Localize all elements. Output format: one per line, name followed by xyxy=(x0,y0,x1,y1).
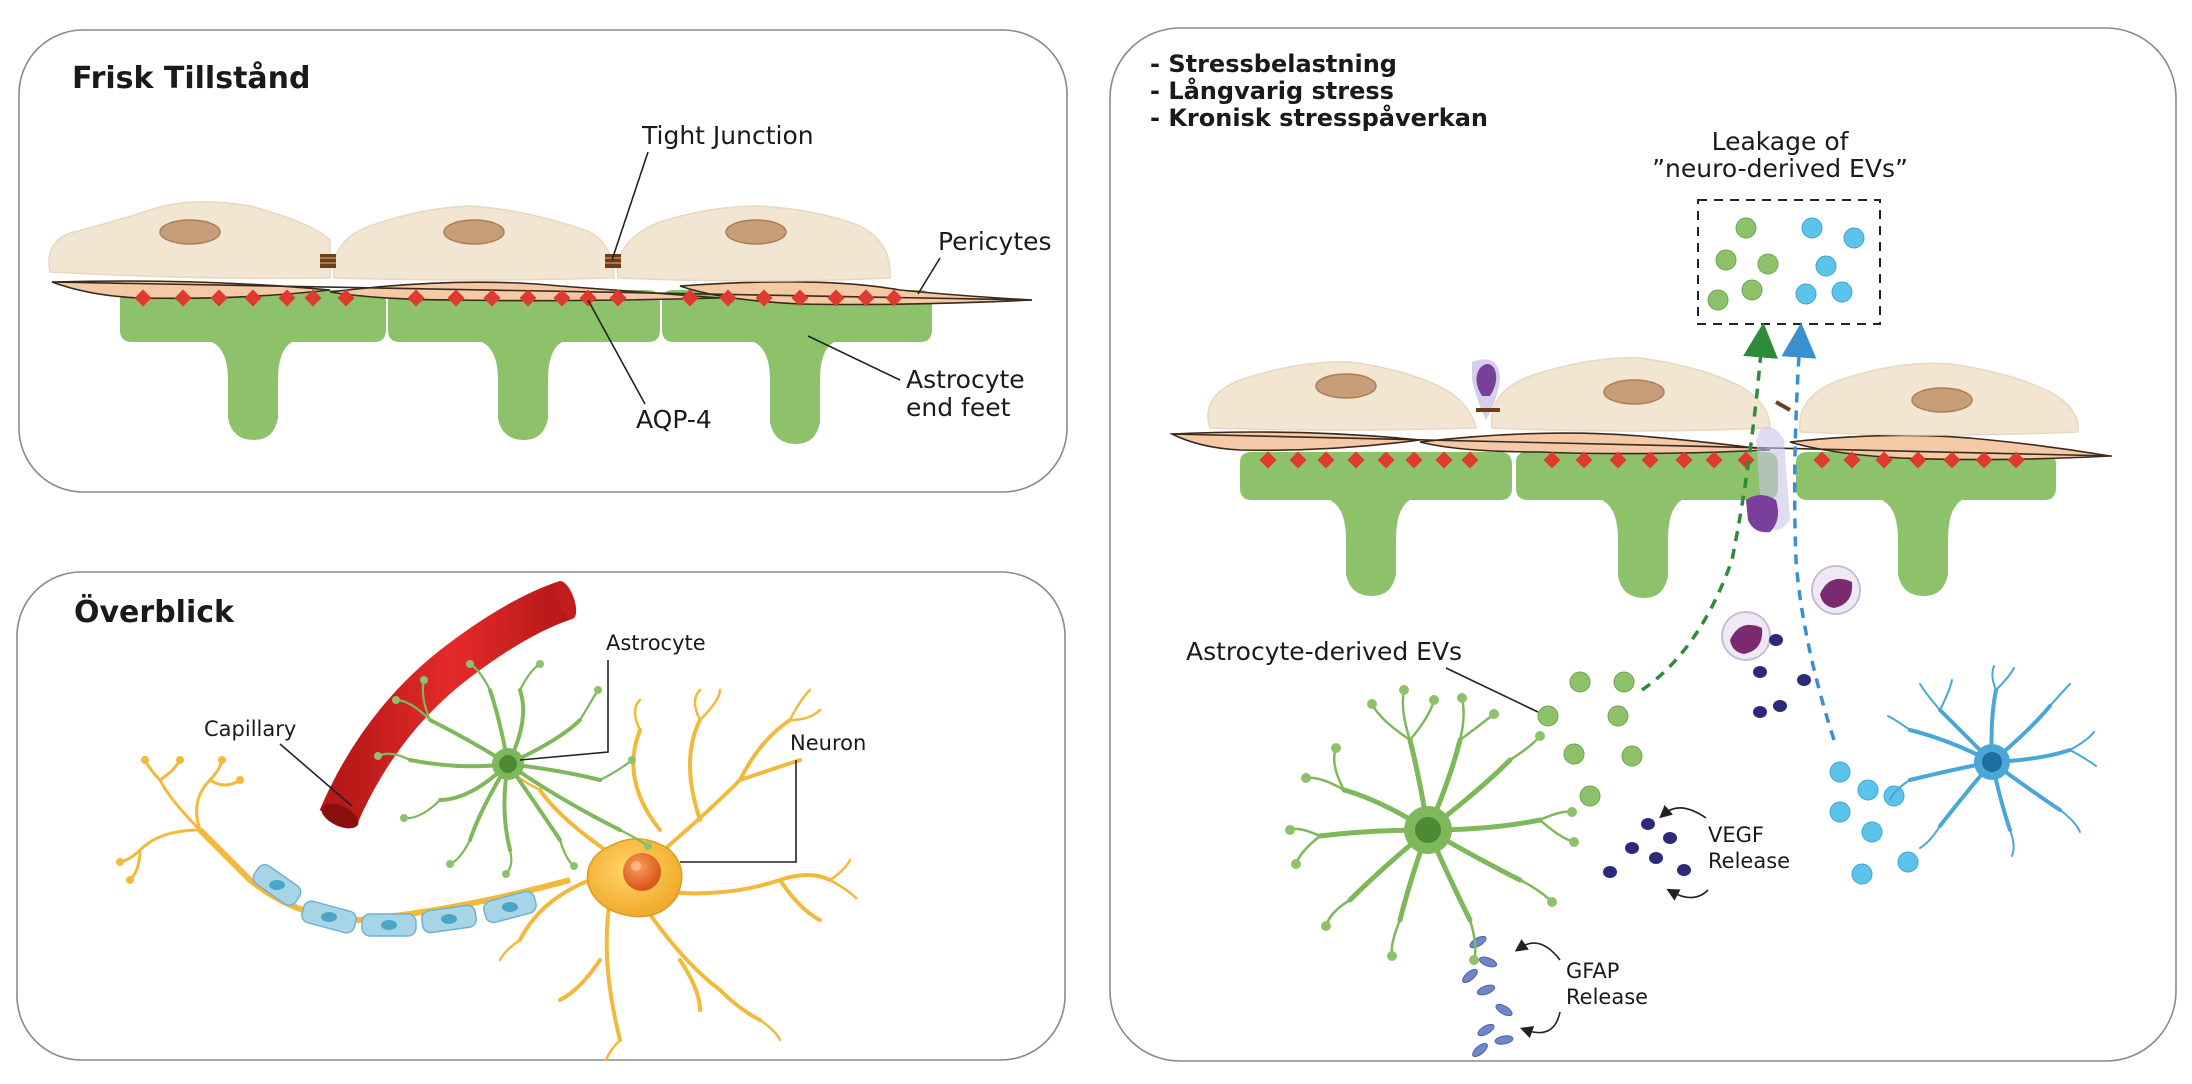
aqp4-marker xyxy=(483,289,501,307)
aqp4-marker xyxy=(885,289,903,307)
aqp4-label: AQP-4 xyxy=(636,405,712,434)
astrocyte-end-feet xyxy=(120,290,932,444)
aqp4-marker xyxy=(519,289,537,307)
tight-junction-label: Tight Junction xyxy=(641,121,814,150)
overview-panel-frame xyxy=(16,571,1066,1061)
neuro-derived-evs xyxy=(1829,761,1919,885)
aqp4-marker xyxy=(337,289,355,307)
astrocyte-end-feet-label-line1: Astrocyte xyxy=(906,365,1025,394)
astrocyte-end-feet-label-line2: end feet xyxy=(906,393,1011,422)
aqp4-marker xyxy=(791,289,809,307)
leakage-label-line1: Leakage of xyxy=(1712,127,1850,156)
aqp4-marker xyxy=(609,289,627,307)
aqp4-marker xyxy=(579,289,597,307)
vegf-release-arrows xyxy=(1659,804,1709,901)
aqp4-marker xyxy=(827,289,845,307)
vegf-label-line2: Release xyxy=(1708,849,1790,873)
healthy-state-panel: Frisk Tillstånd xyxy=(18,29,1068,493)
stress-astrocyte-cell xyxy=(1285,685,1579,965)
stress-bullet-2: - Långvarig stress xyxy=(1150,76,1394,105)
aqp4-marker xyxy=(134,289,152,307)
astrocyte-cell xyxy=(374,660,652,878)
endothelial-cells xyxy=(48,201,891,282)
aqp4-marker xyxy=(681,289,699,307)
stress-astrocyte-end-feet xyxy=(1240,452,2056,598)
leaked-evs xyxy=(1707,217,1865,311)
leaky-junctions xyxy=(1472,359,1791,533)
healthy-title: Frisk Tillstånd xyxy=(72,60,311,96)
tight-junctions xyxy=(320,254,621,268)
astrocyte-derived-evs-label: Astrocyte-derived EVs xyxy=(1186,637,1462,666)
stress-panel: - Stressbelastning - Långvarig stress - … xyxy=(1109,27,2177,1062)
stress-endothelial-cells xyxy=(1207,357,2079,436)
gfap-label-line2: Release xyxy=(1566,985,1648,1009)
neuron-cell xyxy=(116,688,858,1062)
vegf-label-line1: VEGF xyxy=(1708,823,1764,847)
stress-bullet-3: - Kronisk stresspåverkan xyxy=(1150,103,1488,132)
aqp4-marker xyxy=(447,289,465,307)
neuron-label: Neuron xyxy=(790,731,866,755)
blue-leak-arrow xyxy=(1781,322,1836,741)
aqp4-marker xyxy=(174,289,192,307)
astrocyte-derived-evs xyxy=(1537,671,1643,807)
leakage-box xyxy=(1697,199,1881,325)
aqp4-marker xyxy=(278,289,296,307)
aqp4-marker xyxy=(407,289,425,307)
capillary-label: Capillary xyxy=(204,717,296,741)
stress-bullet-1: - Stressbelastning xyxy=(1150,50,1397,78)
overview-title: Överblick xyxy=(74,593,235,630)
astrocyte-label: Astrocyte xyxy=(606,631,706,655)
capillary-vessel xyxy=(319,580,577,829)
aqp4-marker xyxy=(755,289,773,307)
aqp4-marker xyxy=(553,289,571,307)
gfap-label-line1: GFAP xyxy=(1566,959,1619,983)
aqp4-marker xyxy=(719,289,737,307)
aqp4-marker xyxy=(304,289,322,307)
aqp4-marker xyxy=(857,289,875,307)
aqp4-marker xyxy=(210,289,228,307)
vegf-particles xyxy=(1603,634,1811,878)
overview-panel: Överblick xyxy=(16,571,1066,1062)
aqp4-channels xyxy=(134,289,903,307)
leakage-label-line2: ”neuro-derived EVs” xyxy=(1652,154,1908,183)
aqp4-marker xyxy=(244,289,262,307)
pericytes-label: Pericytes xyxy=(938,227,1052,256)
gfap-particles xyxy=(1462,935,1514,1058)
stress-blue-astrocyte-cell xyxy=(1887,665,2097,857)
immune-cells xyxy=(1721,565,1861,661)
gfap-release-arrows xyxy=(1514,939,1561,1039)
green-leak-arrow xyxy=(1641,322,1778,692)
